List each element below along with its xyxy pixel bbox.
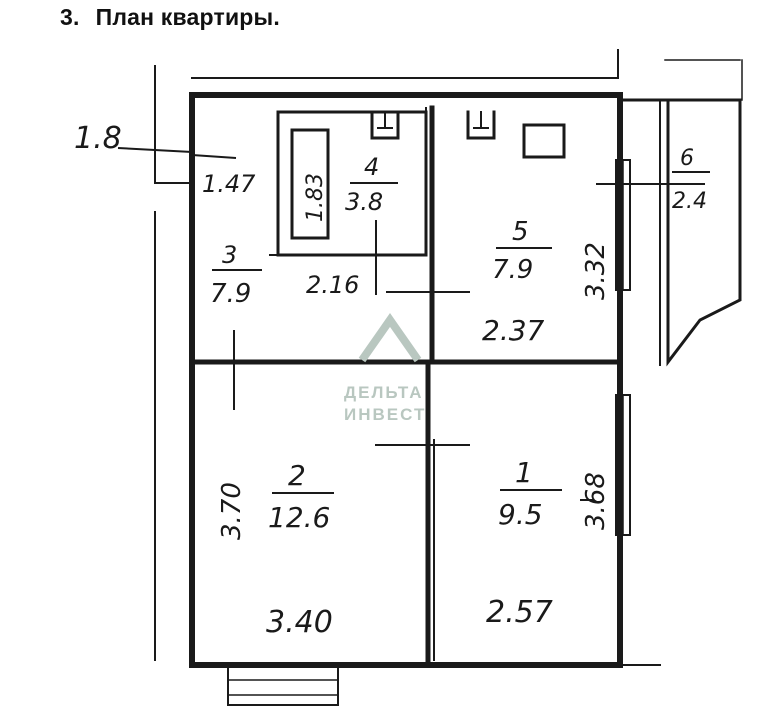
dim-room2-height: 3.70 <box>217 482 247 540</box>
balcony <box>618 98 742 367</box>
section-title: План квартиры. <box>95 4 280 30</box>
room-2-area: 12.6 <box>268 501 330 534</box>
room-5-number: 5 <box>512 217 529 247</box>
room-labels: 4 3.8 5 7.9 3 7.9 2 12.6 1 9.5 6 2.4 <box>210 146 707 534</box>
room-3-number: 3 <box>222 241 237 269</box>
room-6-number: 6 <box>680 146 694 171</box>
room-3-area: 7.9 <box>210 279 251 309</box>
dim-room1-width: 2.57 <box>486 595 553 630</box>
dim-corridor-top: 1.47 <box>202 170 256 198</box>
watermark: ДЕЛЬТА ИНВЕСТ <box>344 313 426 424</box>
watermark-line2: ИНВЕСТ <box>344 405 426 424</box>
bathtub <box>290 128 330 240</box>
dim-kitchen-height: 3.32 <box>581 242 611 300</box>
room-1-area: 9.5 <box>498 498 543 531</box>
kitchen-stove <box>522 123 566 159</box>
leader-lines <box>117 147 705 501</box>
fraction-bars <box>212 171 710 494</box>
watermark-line1: ДЕЛЬТА <box>344 383 423 402</box>
room-5-area: 7.9 <box>492 255 533 285</box>
dim-corridor-width: 2.16 <box>306 271 359 299</box>
bathroom-sink <box>370 110 400 140</box>
dim-left-outer: 1.8 <box>74 121 122 156</box>
dim-bath-width: 1.83 <box>303 173 328 222</box>
entrance-steps <box>227 664 339 706</box>
page-title: 3. План квартиры. <box>60 4 280 31</box>
walls <box>154 49 743 706</box>
dim-room2-width: 3.40 <box>266 605 333 640</box>
watermark-logo-icon <box>358 313 422 363</box>
room-4-number: 4 <box>364 153 379 181</box>
kitchen-sink <box>466 110 496 140</box>
room-4-area: 3.8 <box>345 188 383 216</box>
room-6-area: 2.4 <box>672 189 707 214</box>
outer-wall <box>189 92 623 668</box>
section-number: 3. <box>60 4 80 30</box>
room-2-number: 2 <box>288 459 306 492</box>
dimension-labels: 1.8 1.47 1.83 2.16 2.37 3.32 3.70 3.40 3… <box>74 121 611 640</box>
dim-kitchen-width: 2.37 <box>482 314 545 347</box>
room-1-number: 1 <box>515 456 533 489</box>
dim-room1-height: 3.68 <box>581 472 611 530</box>
